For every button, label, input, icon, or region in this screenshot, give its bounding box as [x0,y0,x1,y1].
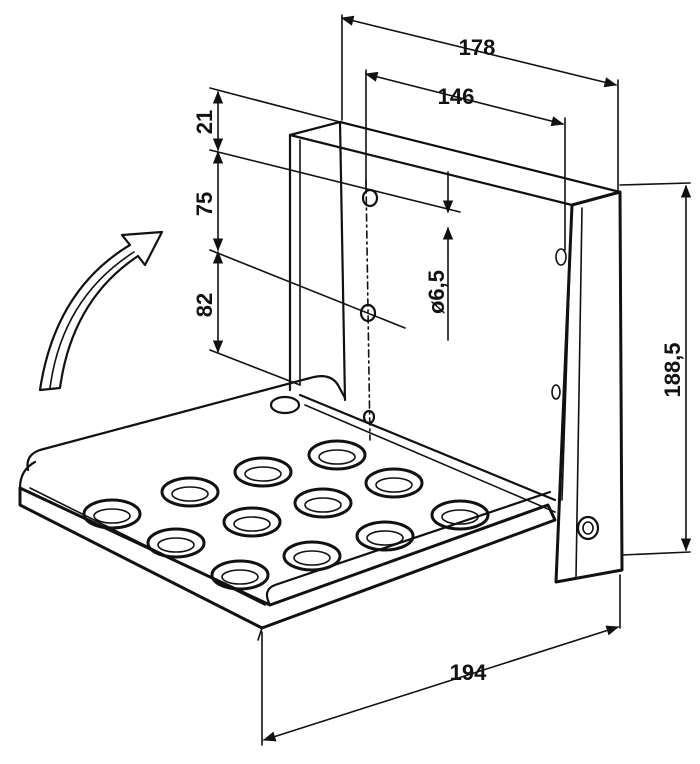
dim-178-label: 178 [459,35,496,60]
dim-82-label: 82 [192,293,217,317]
back-plate [288,120,622,501]
dim-188-5 [619,182,692,556]
mounting-hole-top-icon [361,188,379,208]
emboss-hole-icon [430,499,490,531]
emboss-hole-icon [307,439,367,471]
pivot-hole-icon [576,515,600,541]
emboss-hole-icon [222,506,282,538]
side-bracket [551,190,624,584]
anti-slip-embossing [82,439,490,591]
dim-vertical-stack [209,87,461,386]
emboss-hole-icon [146,527,206,559]
emboss-hole-icon [160,476,220,508]
side-hole-lower-icon [551,384,561,400]
dim-21-label: 21 [192,110,217,134]
emboss-hole-icon [210,559,270,591]
dim-hole-diameter [365,171,454,441]
step-tread [18,375,557,641]
emboss-hole-icon [233,456,293,488]
dim-146-label: 146 [438,84,475,109]
dim-194 [261,574,621,746]
dim-75-label: 75 [192,192,217,216]
emboss-hole-icon [364,467,424,499]
emboss-hole-icon [355,520,415,552]
emboss-hole-icon [293,487,353,519]
fold-up-arrow-icon [38,230,164,392]
dim-hole-diameter-label: ø6,5 [424,270,449,314]
emboss-hole-icon [82,498,142,530]
dim-194-label: 194 [450,660,487,685]
dim-178 [340,14,619,191]
side-hole-upper-icon [555,248,567,266]
dim-188-5-label: 188,5 [660,342,685,397]
emboss-hole-icon [282,540,342,572]
dim-146 [364,69,566,251]
